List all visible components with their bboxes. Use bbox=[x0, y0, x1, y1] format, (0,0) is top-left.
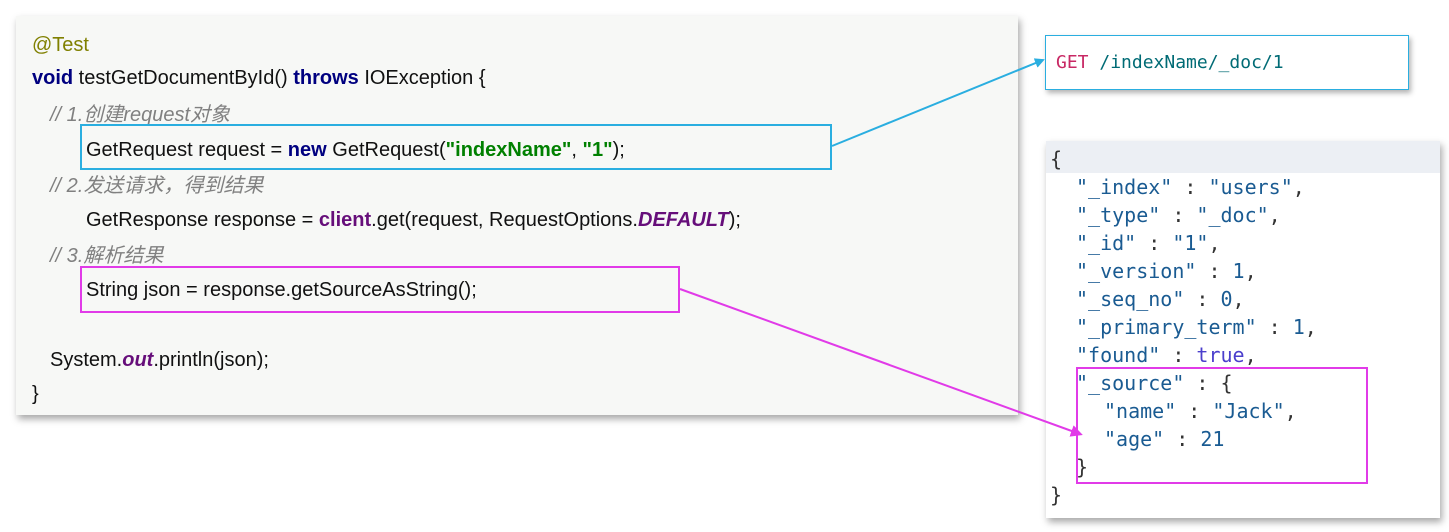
print-call: .println(json); bbox=[153, 349, 269, 371]
method-signature: void testGetDocumentById() throws IOExce… bbox=[32, 66, 486, 90]
json-key-seq-no: "_seq_no" bbox=[1076, 287, 1185, 311]
comment-create-request: // 1.创建request对象 bbox=[50, 104, 231, 126]
json-line-age: "age" : 21 bbox=[1104, 427, 1225, 451]
json-value-id: "1" bbox=[1172, 231, 1209, 255]
out-field: out bbox=[122, 349, 154, 371]
method-exception: IOException { bbox=[358, 67, 486, 89]
keyword-new: new bbox=[287, 139, 327, 161]
request-end: ); bbox=[612, 139, 625, 161]
json-line-source: "_source" : { bbox=[1076, 371, 1233, 395]
response-call: .get(request, RequestOptions. bbox=[371, 209, 638, 231]
client-field: client bbox=[318, 209, 372, 231]
print-system: System. bbox=[50, 349, 123, 371]
request-ctor: GetRequest( bbox=[326, 139, 446, 161]
keyword-throws: throws bbox=[293, 67, 359, 89]
json-value-primary-term: 1 bbox=[1292, 315, 1305, 339]
string-index-name: "indexName" bbox=[445, 139, 572, 161]
response-end: ); bbox=[728, 209, 741, 231]
json-key-version: "_version" bbox=[1076, 259, 1197, 283]
source-highlight-box bbox=[1076, 367, 1368, 484]
code-line-print: System.out.println(json); bbox=[50, 348, 269, 372]
json-open-brace: { bbox=[1050, 147, 1063, 171]
json-line-type: "_type" : "_doc", bbox=[1076, 203, 1281, 227]
json-line-seq-no: "_seq_no" : 0, bbox=[1076, 287, 1245, 311]
json-key-age: "age" bbox=[1104, 427, 1165, 451]
json-key-found: "found" bbox=[1076, 343, 1161, 367]
json-value-version: 1 bbox=[1232, 259, 1245, 283]
code-line-json: String json = response.getSourceAsString… bbox=[86, 279, 477, 301]
json-key-index: "_index" bbox=[1076, 175, 1173, 199]
json-value-seq-no: 0 bbox=[1220, 287, 1233, 311]
json-value-name: "Jack" bbox=[1212, 399, 1285, 423]
comment-send-request: // 2.发送请求，得到结果 bbox=[50, 175, 264, 197]
json-key-name: "name" bbox=[1104, 399, 1177, 423]
json-line-version: "_version" : 1, bbox=[1076, 259, 1257, 283]
json-line-primary-term: "_primary_term" : 1, bbox=[1076, 315, 1317, 339]
json-value-type: "_doc" bbox=[1196, 203, 1269, 227]
response-decl: GetResponse response = bbox=[86, 209, 319, 231]
code-line-request: GetRequest request = new GetRequest("ind… bbox=[86, 138, 625, 162]
json-line-found: "found" : true, bbox=[1076, 343, 1257, 367]
json-line-index: "_index" : "users", bbox=[1076, 175, 1305, 199]
request-highlight-box bbox=[80, 124, 832, 170]
code-line-response: GetResponse response = client.get(reques… bbox=[86, 208, 741, 232]
default-constant: DEFAULT bbox=[638, 209, 729, 231]
json-line-id: "_id" : "1", bbox=[1076, 231, 1221, 255]
json-response-panel: { "_index" : "users", "_type" : "_doc", … bbox=[1046, 141, 1440, 518]
json-source-close-brace: } bbox=[1076, 455, 1089, 479]
json-key-primary-term: "_primary_term" bbox=[1076, 315, 1257, 339]
json-value-index: "users" bbox=[1208, 175, 1293, 199]
json-highlight-box bbox=[80, 266, 680, 313]
keyword-void: void bbox=[32, 67, 74, 89]
json-value-age: 21 bbox=[1200, 427, 1225, 451]
comment-parse-result: // 3.解析结果 bbox=[50, 245, 164, 267]
json-key-source: "_source" bbox=[1076, 371, 1185, 395]
json-key-id: "_id" bbox=[1076, 231, 1137, 255]
json-key-type: "_type" bbox=[1076, 203, 1161, 227]
http-request-line: GET /indexName/_doc/1 bbox=[1056, 52, 1284, 74]
json-close-brace: } bbox=[1050, 483, 1063, 507]
json-first-line-highlight bbox=[1046, 141, 1440, 173]
json-value-found: true bbox=[1196, 343, 1245, 367]
code-panel: @Test void testGetDocumentById() throws … bbox=[16, 16, 1018, 415]
http-path: /indexName/_doc/1 bbox=[1088, 52, 1284, 73]
test-annotation: @Test bbox=[32, 34, 89, 56]
request-decl: GetRequest request = bbox=[86, 139, 288, 161]
string-doc-id: "1" bbox=[582, 139, 613, 161]
json-source-open-brace: { bbox=[1220, 371, 1233, 395]
http-method: GET bbox=[1056, 52, 1089, 73]
closing-brace: } bbox=[32, 383, 39, 405]
method-name: testGetDocumentById() bbox=[73, 67, 294, 89]
http-request-box: GET /indexName/_doc/1 bbox=[1045, 35, 1409, 90]
arg-separator: , bbox=[571, 139, 583, 161]
json-line-name: "name" : "Jack", bbox=[1104, 399, 1297, 423]
